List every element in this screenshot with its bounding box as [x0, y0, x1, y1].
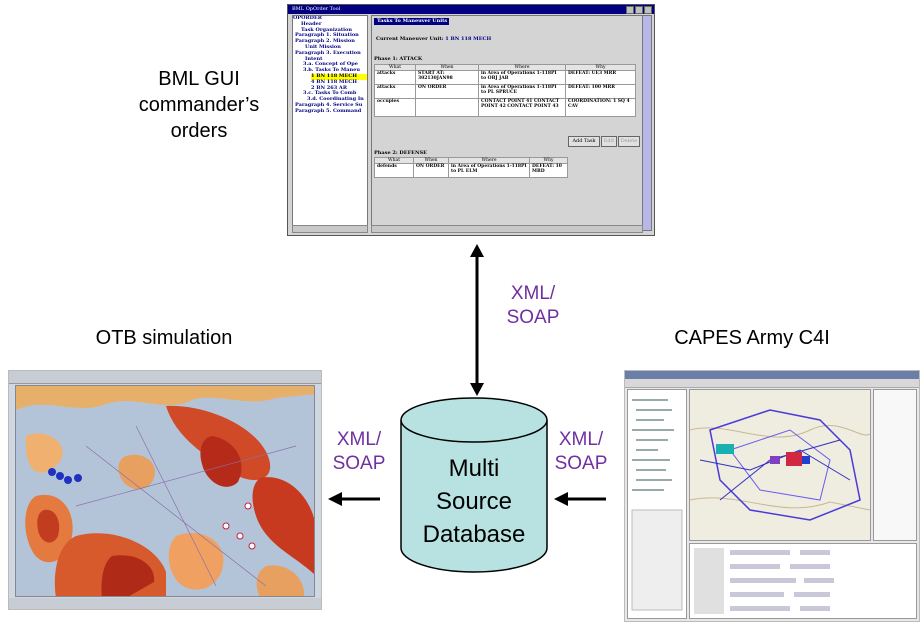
capes-message-list — [689, 543, 917, 619]
current-unit-value: 1 BN 118 MECH — [445, 36, 492, 42]
capes-map — [689, 389, 871, 541]
cell: COORDINATION: 1 SQ 4 CAV — [565, 98, 636, 117]
table-row[interactable]: occupies CONTACT POINT 41 CONTACT POINT … — [374, 98, 636, 117]
tasks-pane: Tasks To Maneuver Units Current Maneuver… — [371, 15, 643, 231]
protocol-line1: XML/ — [510, 283, 556, 304]
tree-item[interactable]: 2 BN 263 AR — [311, 84, 347, 91]
cell: in Area of Operations 1-118PI to PL SPRU… — [478, 84, 566, 99]
edit-button[interactable]: Edit — [601, 136, 617, 147]
capes-side-panel — [873, 389, 917, 541]
capes-layer-panel — [627, 389, 687, 619]
protocol-line2: SOAP — [554, 453, 608, 474]
capes-screenshot — [624, 370, 920, 622]
capes-overlay — [690, 390, 870, 540]
protocol-label-top: XML/ SOAP — [496, 282, 570, 330]
phase2-table: What When Where Why defends ON ORDER in … — [374, 157, 568, 178]
tree-item[interactable]: Header — [301, 20, 322, 27]
cell: occupies — [374, 98, 416, 117]
capes-label: CAPES Army C4I — [674, 327, 830, 349]
otb-toolbar — [9, 371, 321, 384]
protocol-label-right: XML/ SOAP — [544, 428, 618, 476]
bml-title-bar: BML OpOrder Tool — [288, 5, 654, 14]
tree-item[interactable]: Task Organization — [301, 26, 353, 33]
capes-layer-list — [631, 399, 683, 611]
protocol-label-left: XML/ SOAP — [322, 428, 396, 476]
protocol-line2: SOAP — [506, 307, 560, 328]
tree-item[interactable]: 3.a. Concept of Ope — [303, 61, 358, 68]
tree-item[interactable]: Paragraph 2. Mission — [295, 38, 355, 45]
otb-status-bar — [9, 598, 321, 609]
otb-map — [15, 385, 315, 597]
arrow-from-capes — [554, 492, 606, 506]
protocol-line1: XML/ — [558, 429, 604, 450]
cell: in Area of Operations 1-118PI to PL ELM — [448, 163, 530, 178]
tree-item[interactable]: Paragraph 4. Service Su — [295, 101, 363, 108]
pane-header: Tasks To Maneuver Units — [374, 18, 449, 25]
cell: attacks — [374, 70, 416, 85]
arrow-to-otb — [328, 492, 380, 506]
minimize-icon[interactable] — [626, 6, 634, 14]
database-line2: Source — [435, 488, 513, 515]
capes-list-rows — [694, 548, 834, 614]
table-row[interactable]: attacks ON ORDER in Area of Operations 1… — [374, 84, 636, 99]
tree-item[interactable]: Paragraph 5. Command — [295, 107, 362, 114]
bml-gui-label-line3: orders — [170, 120, 228, 142]
current-unit-label: Current Maneuver Unit: — [376, 36, 444, 42]
cell: DEFEAT: 10 MRD — [529, 163, 568, 178]
maximize-icon[interactable] — [635, 6, 643, 14]
database-line3: Database — [422, 521, 526, 548]
database-label: Multi Source Database — [400, 452, 548, 551]
database-line1: Multi — [448, 455, 500, 482]
close-icon[interactable] — [644, 6, 652, 14]
tree-item[interactable]: 3.d. Coordinating In — [307, 96, 364, 103]
tree-item[interactable]: Paragraph 1. Situation — [295, 32, 359, 39]
database-cylinder — [400, 397, 548, 573]
table-row[interactable]: attacks START AT: 302130JAN98 in Area of… — [374, 70, 636, 85]
otb-terrain — [16, 386, 314, 596]
otb-label: OTB simulation — [95, 327, 233, 349]
capes-title-bar — [625, 371, 919, 379]
tree-item[interactable]: Intent — [305, 55, 323, 62]
current-unit: Current Maneuver Unit: 1 BN 118 MECH — [376, 36, 491, 42]
cell: CONTACT POINT 41 CONTACT POINT 42 CONTAC… — [478, 98, 566, 117]
tree-item[interactable]: 3.c. Tasks To Comb — [303, 90, 357, 97]
protocol-line2: SOAP — [332, 453, 386, 474]
tree-item[interactable]: Paragraph 3. Execution — [295, 49, 361, 56]
bml-gui-label-line2: commander’s — [138, 94, 260, 116]
cell: in Area of Operations 1-118PI to OBJ JAB — [478, 70, 566, 85]
cell: ON ORDER — [413, 163, 449, 178]
tree-item[interactable]: Unit Mission — [305, 43, 341, 50]
cell: DEFEAT: UE3 MRR — [565, 70, 636, 85]
table-row[interactable]: defends ON ORDER in Area of Operations 1… — [374, 163, 568, 178]
phase2-label: Phase 2: DEFENSE — [374, 150, 427, 156]
order-tree: OPORDER Header Task Organization Paragra… — [292, 15, 368, 231]
pane-scrollbar[interactable] — [642, 15, 652, 231]
cell: attacks — [374, 84, 416, 99]
tree-item[interactable]: OPORDER — [293, 15, 322, 21]
bml-gui-window: BML OpOrder Tool OPORDER Header Task Org… — [287, 4, 655, 236]
cell: ON ORDER — [415, 84, 479, 99]
tree-item[interactable]: 3.b. Tasks To Maneu — [303, 67, 360, 74]
otb-screenshot — [8, 370, 322, 610]
cell: START AT: 302130JAN98 — [415, 70, 479, 85]
protocol-line1: XML/ — [336, 429, 382, 450]
cell: DEFEAT: 100 MRR — [565, 84, 636, 99]
tree-item[interactable]: 4 BN 118 MECH — [311, 78, 357, 85]
bml-gui-label-line1: BML GUI — [158, 68, 240, 90]
cell: defends — [374, 163, 414, 178]
phase1-table: What When Where Why attacks START AT: 30… — [374, 64, 636, 117]
phase1-label: Phase 1: ATTACK — [374, 56, 423, 62]
bml-title: BML OpOrder Tool — [292, 6, 341, 12]
cell — [415, 98, 479, 117]
add-task-button[interactable]: Add Task — [568, 136, 600, 147]
bml-gui-label: BML GUI commander’s orders — [110, 66, 288, 144]
tree-item-selected[interactable]: 1 BN 118 MECH — [311, 73, 367, 80]
delete-button[interactable]: Delete — [618, 136, 640, 147]
vertical-double-arrow — [470, 244, 484, 396]
tree-scrollbar[interactable] — [292, 225, 368, 233]
pane-h-scrollbar[interactable] — [371, 225, 643, 233]
capes-toolbar — [625, 379, 919, 388]
